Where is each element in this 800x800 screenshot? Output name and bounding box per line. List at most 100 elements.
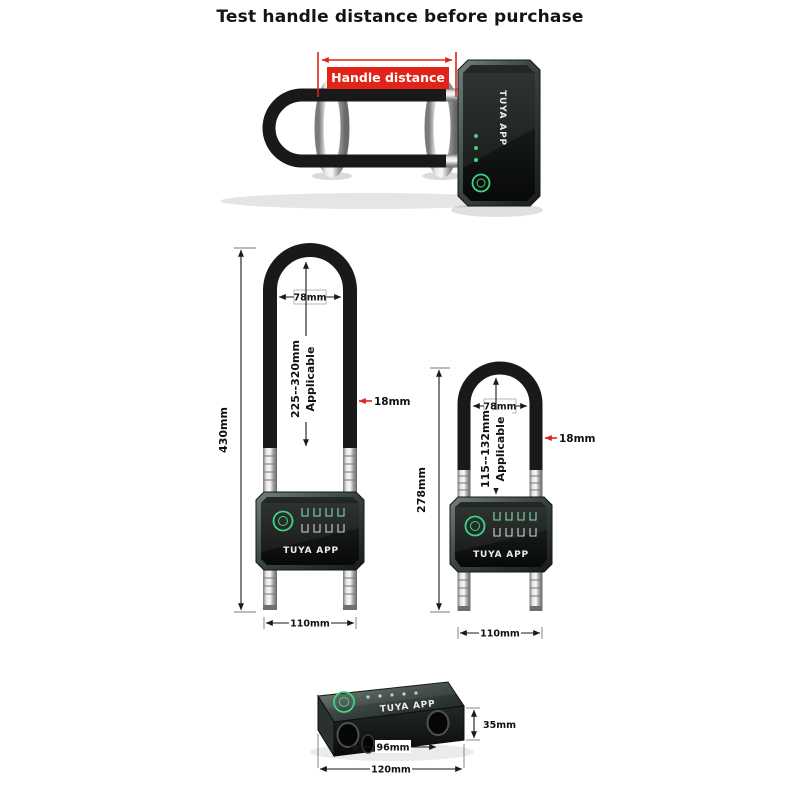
body-depth-label: 96mm [376,743,409,754]
applicable-range-label: 225--320mm [289,340,302,418]
notch-marks [457,475,543,491]
page-title: Test handle distance before purchase [216,7,584,27]
notch-marks [263,577,357,595]
label-background [370,762,412,775]
height-dimension: 278mm [415,367,450,613]
leg-cap [343,605,357,610]
large-lock-brand: TUYA APP [283,546,339,556]
shackle-diameter-annotation: 18mm [544,433,596,445]
legs-bottom [457,572,543,611]
adjustment-section-top [457,470,543,497]
large-lock-body: TUYA APP [255,491,365,571]
body-height-label: 35mm [483,720,516,731]
shackle [263,243,357,448]
notch-marks [263,455,357,481]
top-lock-brand: TUYA APP [497,90,507,146]
label-background [375,740,411,753]
fingerprint-sensor-icon [464,515,486,537]
keyhole [361,734,375,754]
label-background [479,410,512,488]
body-top-gloss [318,682,456,709]
large-lock-diagram: TUYA APP 430mm 78mm 225--320mm Applicabl… [217,243,411,630]
body-depth-dimension: 96mm [349,740,437,754]
applicable-range-label: 115--132mm [479,410,492,488]
body-length-label: 120mm [371,765,411,776]
floor-shadow [220,193,520,209]
small-lock-brand: TUYA APP [473,550,529,560]
height-dimension: 430mm [217,247,256,613]
applicable-range-dimension: 225--320mm Applicable [289,261,322,447]
dot-icon [474,146,478,150]
leg-chrome [263,448,277,492]
leg-chrome [529,572,543,606]
indicator-dots-icon [366,691,418,699]
top-handle-distance-diagram: TUYA APP Handle distance [220,52,543,217]
dot-icon [366,695,370,699]
base-width-label: 110mm [480,629,520,640]
fingerprint-sensor-inner-icon [470,521,480,531]
dot-icon [474,134,478,138]
shackle [262,88,470,168]
fingerprint-sensor-inner-icon [476,178,486,188]
fingerprint-sensor-icon [333,691,355,713]
base-width-label: 110mm [290,619,330,630]
dot-icon [414,691,418,695]
label-box [293,289,327,305]
height-label: 430mm [217,407,230,453]
leg-cap [263,605,277,610]
dot-icon [378,694,382,698]
body-face [463,65,535,201]
dot-icon [402,692,406,696]
leg-cap [529,606,543,611]
keypad-icons [493,512,537,521]
body-left-face [317,694,335,758]
handle-distance-label: Handle distance [331,70,445,85]
label-background [289,616,331,629]
leg-hole-left [336,722,360,748]
applicable-word-label: Applicable [494,417,507,482]
height-label: 278mm [415,467,428,513]
body-gloss [463,73,535,168]
leg-chrome [263,570,277,608]
leg-cap [457,606,471,611]
indicator-dots-icon [474,134,478,162]
shackle [457,361,543,470]
adjustment-section-top [263,448,357,492]
dot-icon [474,158,478,162]
diameter-label: 18mm [374,396,411,408]
fingerprint-sensor-icon [272,510,294,532]
body-gloss [261,503,359,552]
notch-marks [457,579,543,597]
inner-width-label: 78mm [293,293,326,304]
keypad-icons [301,524,345,533]
leg-chrome [457,572,471,606]
base-width-dimension: 110mm [457,626,543,640]
shackle-diameter-annotation: 18mm [358,396,411,408]
body-face [261,497,359,565]
dot-icon [390,693,394,697]
base-width-dimension: 110mm [263,616,357,630]
lock-body-diagram: TUYA APP 35mm 96mm 120mm [310,681,516,776]
leg-hole-right [426,710,450,736]
top-lock-body: TUYA APP [457,59,541,207]
inner-width-label: 78mm [483,402,516,413]
inner-width-dimension: 78mm [278,289,342,305]
fingerprint-sensor-inner-icon [339,697,349,707]
applicable-word-label: Applicable [304,347,317,412]
handle-distance-label-box [327,67,449,89]
fingerprint-sensor-icon [471,173,491,193]
diameter-label: 18mm [559,433,596,445]
leg-chrome [343,448,357,492]
keypad-icons [301,508,345,517]
keypad-icons [493,528,537,537]
fingerprint-sensor-inner-icon [278,516,288,526]
leg-chrome [343,570,357,608]
body-length-dimension: 120mm [317,734,465,776]
label-background [289,336,322,422]
applicable-range-dimension: 115--132mm Applicable [479,377,512,495]
body-height-dimension: 35mm [466,707,516,741]
small-lock-body: TUYA APP [449,496,553,573]
legs-bottom [263,570,357,610]
